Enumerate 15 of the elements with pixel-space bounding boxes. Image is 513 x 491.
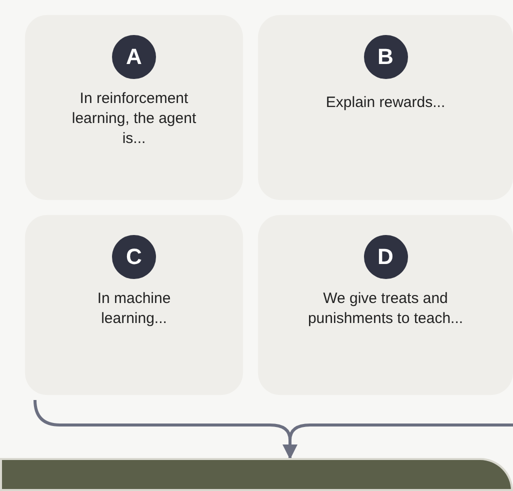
option-card bbox=[25, 215, 243, 395]
letter-badge: B bbox=[364, 35, 408, 79]
bracket bbox=[34, 400, 513, 442]
option-text: In reinforcement learning, the agent is... bbox=[70, 89, 198, 149]
letter-badge: C bbox=[112, 235, 156, 279]
letter-badge: A bbox=[112, 35, 156, 79]
option-text: In machine learning... bbox=[96, 289, 172, 329]
option-text: We give treats and punishments to teach... bbox=[306, 289, 464, 329]
option-card bbox=[258, 215, 513, 395]
letter-badge: D bbox=[364, 235, 408, 279]
panel bbox=[0, 458, 513, 491]
option-card bbox=[25, 15, 243, 200]
option-card bbox=[258, 15, 513, 200]
arrow bbox=[282, 440, 298, 460]
option-text: Explain rewards... bbox=[326, 93, 446, 113]
